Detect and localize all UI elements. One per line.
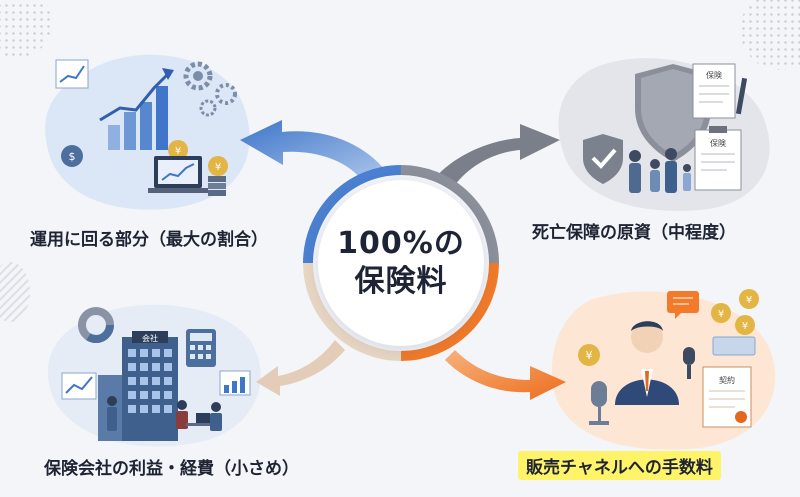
death-benefit-caption: 死亡保障の原資（中程度） [532,223,736,243]
center-ring [303,165,499,361]
investment-caption: 運用に回る部分（最大の割合） [30,230,268,250]
gear-icon [183,61,237,117]
pen-icon [735,77,748,115]
chart-icon [61,372,97,400]
shield-icon [635,64,711,162]
center-title-line1: 100%の [337,226,465,261]
svg-text:¥: ¥ [746,295,752,306]
svg-text:$: $ [69,150,76,163]
svg-text:¥: ¥ [742,321,748,332]
chart-icon [219,370,251,396]
contract-icon: 契約 [702,366,752,428]
people-working-icon [107,396,222,431]
family-icon [629,148,691,193]
death-benefit-illustration: 保険 保険 [583,63,748,193]
check-shield-icon [583,134,623,184]
laptop-icon [148,156,208,193]
businessman-icon [615,321,679,405]
investment-illustration: $ ¥ ¥ [55,59,237,196]
speech-bubble-icon [667,291,699,319]
doc2-label: 保険 [710,138,726,148]
calculator-icon [186,329,216,367]
investment-arrow [240,120,385,178]
office-building-icon: 会社 [98,331,178,441]
document-icon: 保険 [692,63,736,119]
commission-arrow [445,350,566,400]
svg-text:¥: ¥ [586,349,593,362]
doc1-label: 保険 [706,70,722,80]
document-icon: 保険 [694,126,742,191]
commission-caption: 販売チャネルへの手数料 [518,451,721,480]
contract-label: 契約 [719,375,735,385]
center-title-line2: 保険料 [354,264,448,299]
commission-illustration: ¥ ¥ ¥ ¥ 契約 [578,289,759,428]
chart-icon [55,59,89,89]
donut-chart [78,307,114,343]
svg-text:¥: ¥ [175,146,181,157]
svg-text:¥: ¥ [215,162,221,173]
company-illustration: 会社 [61,307,251,441]
death-benefit-arrow [435,124,560,185]
company-caption: 保険会社の利益・経費（小さめ） [44,459,299,479]
company-expense-arrow [256,340,345,396]
center-disc: 100%の 保険料 [318,180,484,346]
bar-chart [99,68,174,150]
yen-coin-icon: ¥ ¥ ¥ ¥ [578,289,759,366]
cash-icon [712,336,756,356]
building-label: 会社 [142,333,158,343]
coin-stack [208,176,226,196]
yen-coin-icon: $ ¥ ¥ [61,140,228,176]
svg-text:¥: ¥ [718,309,724,320]
microphone-icon [589,347,695,425]
